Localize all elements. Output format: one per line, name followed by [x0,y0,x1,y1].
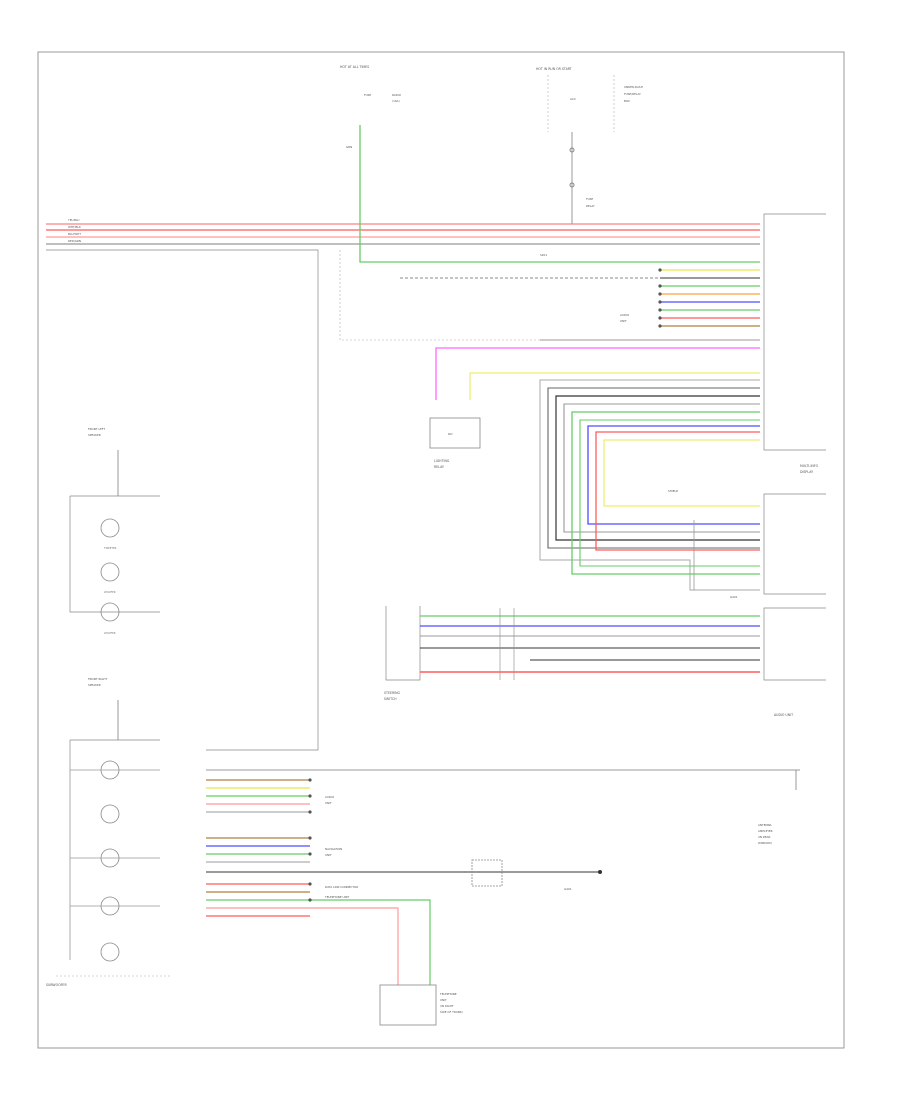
green-feed: FUSE GRN [346,93,760,263]
splice-box [471,859,503,887]
svg-text:HOT IN RUN OR START: HOT IN RUN OR START [536,67,572,71]
svg-text:AUDIO: AUDIO [325,795,335,799]
svg-text:RELAY: RELAY [586,204,595,208]
lighting-relay-box [429,417,481,449]
svg-text:WHT/BLK: WHT/BLK [68,225,81,229]
svg-text:YEL/BLU: YEL/BLU [68,218,79,222]
svg-text:UNIT: UNIT [325,853,332,857]
svg-text:(IN RIGHT: (IN RIGHT [440,1004,454,1008]
bottom-left-bus: AUDIO UNIT NAVIGATION UNIT DATA LINK CON… [206,769,800,985]
svg-text:TWEETER: TWEETER [104,546,117,550]
svg-text:SPEAKER: SPEAKER [88,683,101,687]
svg-text:G401: G401 [730,595,738,599]
svg-text:RELAY: RELAY [434,465,444,469]
svg-text:UNIT: UNIT [440,998,447,1002]
svg-text:WINDOW): WINDOW) [758,841,772,845]
svg-text:TELEPHONE UNIT: TELEPHONE UNIT [324,895,350,899]
top-connector-wires: AUDIO UNIT [400,268,760,328]
svg-text:WOOFER: WOOFER [104,590,116,594]
svg-text:RLY: RLY [448,432,453,436]
top-left-bus: YEL/BLU WHT/BLK BLU/WHT RED/GRN [46,218,760,245]
svg-text:FUSE: FUSE [586,197,593,201]
svg-text:UNIT: UNIT [325,801,332,805]
svg-text:G401: G401 [564,887,572,891]
svg-text:RADIO: RADIO [392,93,402,97]
svg-text:ACC: ACC [570,97,576,101]
svg-text:AUDIO: AUDIO [620,313,630,317]
svg-text:LIGHTING: LIGHTING [434,459,450,463]
bottom-unit: TELEPHONE UNIT (IN RIGHT SIDE OF TRUNK) [379,984,463,1026]
svg-text:BOX: BOX [624,99,630,103]
diagram-border [37,51,845,1049]
svg-text:AMPLIFIER: AMPLIFIER [758,829,773,833]
dashed-enclosure [339,250,540,341]
svg-text:AUDIO UNIT: AUDIO UNIT [774,713,793,717]
svg-text:BLU/WHT: BLU/WHT [68,232,81,236]
svg-text:HOT AT ALL TIMES: HOT AT ALL TIMES [340,65,369,69]
display-connector-top: MULTI-INFO DISPLAY [763,213,826,474]
svg-text:SUBWOOFER: SUBWOOFER [46,983,67,987]
acc-fuse: FUSE RELAY S201 [540,132,595,257]
steering-connector: STEERING SWITCH AUDIO UNIT [384,606,826,717]
svg-text:(IN REAR: (IN REAR [758,835,771,839]
svg-text:TELEPHONE: TELEPHONE [439,992,457,996]
svg-text:SPEAKER: SPEAKER [88,433,101,437]
svg-text:UNIT: UNIT [620,319,627,323]
antenna-branch: ANTENNA AMPLIFIER (IN REAR WINDOW) G401 [471,770,797,891]
svg-text:FRONT RIGHT: FRONT RIGHT [88,677,107,681]
svg-text:(10A): (10A) [392,99,400,103]
svg-text:STEERING: STEERING [384,691,401,695]
svg-text:FUSE: FUSE [364,93,371,97]
svg-text:NAVIGATION: NAVIGATION [325,847,342,851]
svg-text:FRONT LEFT: FRONT LEFT [88,427,105,431]
top-hot-labels: HOT AT ALL TIMES RADIO (10A) HOT IN RUN … [340,65,643,132]
svg-text:SHIELD: SHIELD [668,489,678,493]
svg-text:ANTENNA: ANTENNA [758,823,772,827]
svg-text:MULTI-INFO: MULTI-INFO [800,464,819,468]
svg-text:SIDE OF TRUNK): SIDE OF TRUNK) [440,1010,463,1014]
svg-text:GRN: GRN [346,145,352,149]
relay-wires: RLY LIGHTING RELAY [429,339,760,469]
svg-text:WOOFER: WOOFER [104,631,116,635]
svg-text:RED/GRN: RED/GRN [68,239,81,243]
nested-loops: SHIELD [539,379,760,591]
svg-text:S201: S201 [540,253,547,257]
svg-text:DISPLAY: DISPLAY [800,470,813,474]
display-connector-bottom: G401 [693,493,826,599]
svg-text:FUSE/RELAY: FUSE/RELAY [624,92,641,96]
svg-text:SWITCH: SWITCH [384,697,397,701]
svg-text:DATA LINK CONNECTOR: DATA LINK CONNECTOR [325,885,358,889]
svg-text:UNDER-DASH: UNDER-DASH [624,85,643,89]
rear-speaker-group: FRONT RIGHT SPEAKER SUBWOOFER [46,677,170,987]
front-speaker-group: FRONT LEFT SPEAKER TWEETER WOOFER WOOFER [69,427,160,635]
